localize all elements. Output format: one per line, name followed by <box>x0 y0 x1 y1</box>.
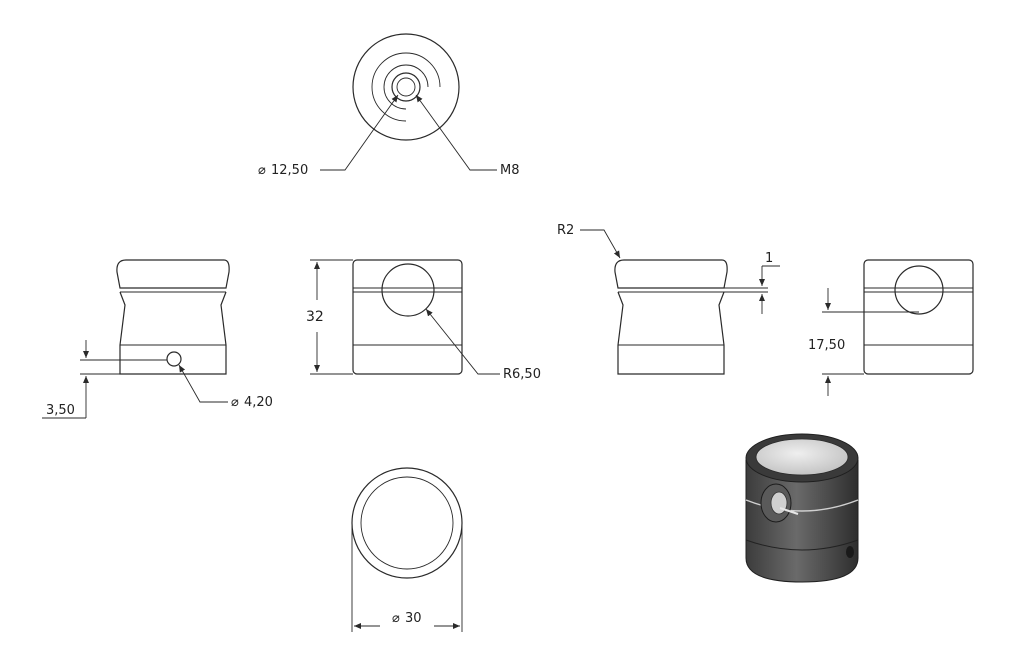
hole-offset-label: 3,50 <box>46 403 75 418</box>
isometric-view <box>745 433 859 583</box>
top-dia-symbol: ⌀ <box>258 163 266 178</box>
left-view: 3,50 ⌀ 4,20 <box>42 259 273 419</box>
hole-dia-label: 4,20 <box>244 395 273 410</box>
bottom-view: ⌀ 30 <box>351 467 463 632</box>
groove-height-label: 17,50 <box>808 338 845 353</box>
front-view: 32 R6,50 <box>306 259 541 382</box>
body-dia-symbol: ⌀ <box>392 611 400 626</box>
top-dia-label: 12,50 <box>271 163 308 178</box>
height-label: 32 <box>306 309 324 325</box>
side-view: R2 1 <box>557 223 780 375</box>
fillet-radius-label: R2 <box>557 223 574 238</box>
hole-dia-symbol: ⌀ <box>231 395 239 410</box>
thread-label: M8 <box>500 163 520 178</box>
groove-radius-label: R6,50 <box>503 367 541 382</box>
right-view: 17,50 <box>808 259 974 396</box>
top-view: ⌀ 12,50 M8 <box>258 33 520 178</box>
groove-width-label: 1 <box>765 251 773 266</box>
body-dia-label: 30 <box>405 611 422 626</box>
